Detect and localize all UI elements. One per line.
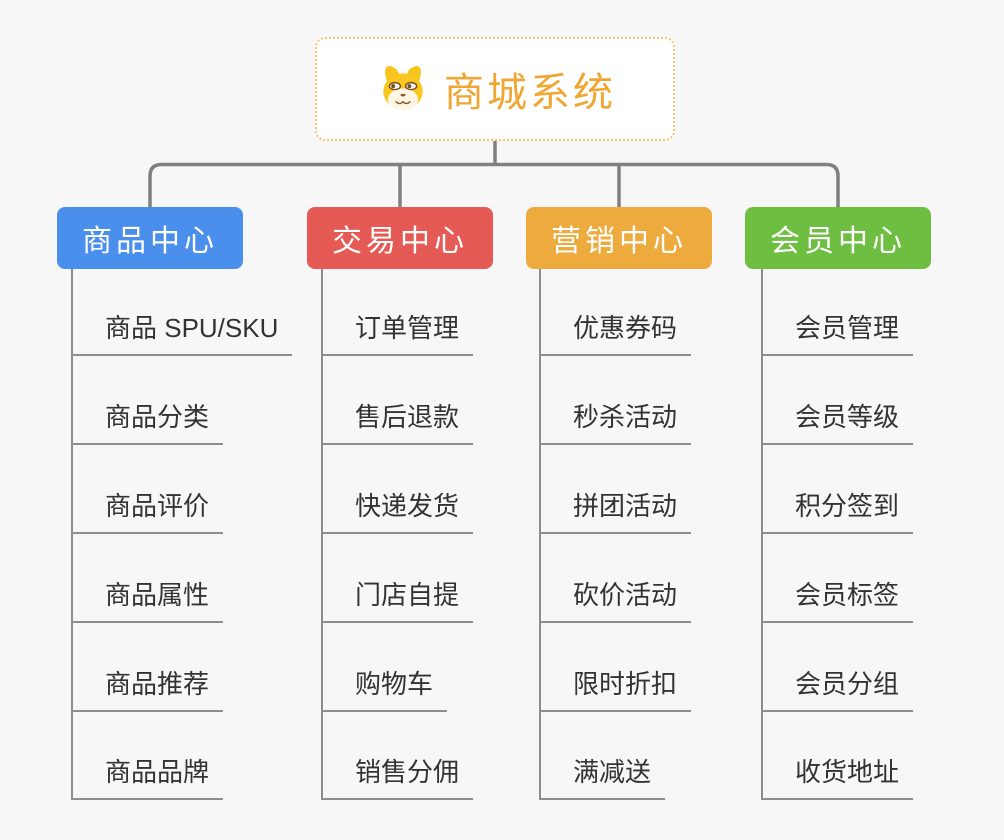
leaf-node[interactable]: 商品评价: [71, 491, 224, 534]
leaf-node[interactable]: 购物车: [321, 669, 448, 712]
leaf-node[interactable]: 满减送: [539, 757, 666, 800]
leaf-node[interactable]: 优惠券码: [539, 313, 692, 356]
leaf-node[interactable]: 会员管理: [761, 313, 914, 356]
branch-node-trade-center[interactable]: 交易中心: [307, 207, 493, 269]
leaf-node[interactable]: 商品品牌: [71, 757, 224, 800]
root-node-label: 商城系统: [444, 71, 616, 115]
leaf-node[interactable]: 商品属性: [71, 580, 224, 623]
leaf-node[interactable]: 门店自提: [321, 580, 474, 623]
leaf-node[interactable]: 积分签到: [761, 491, 914, 534]
leaf-node[interactable]: 订单管理: [321, 313, 474, 356]
leaf-node[interactable]: 拼团活动: [539, 491, 692, 534]
branch-column-line: [539, 269, 541, 800]
branch-node-product-center[interactable]: 商品中心: [57, 207, 243, 269]
leaf-node[interactable]: 售后退款: [321, 402, 474, 445]
leaf-node[interactable]: 限时折扣: [539, 669, 692, 712]
leaf-node[interactable]: 收货地址: [761, 757, 914, 800]
branch-node-marketing-center[interactable]: 营销中心: [526, 207, 712, 269]
leaf-node[interactable]: 秒杀活动: [539, 402, 692, 445]
leaf-node[interactable]: 商品推荐: [71, 669, 224, 712]
branch-column-line: [71, 269, 73, 800]
branch-column-line: [321, 269, 323, 800]
dog-face-icon: [383, 66, 423, 111]
branch-node-member-center[interactable]: 会员中心: [745, 207, 931, 269]
leaf-node[interactable]: 商品 SPU/SKU: [71, 313, 293, 356]
leaf-node[interactable]: 商品分类: [71, 402, 224, 445]
leaf-node[interactable]: 会员标签: [761, 580, 914, 623]
branch-column-line: [761, 269, 763, 800]
root-node[interactable]: 商城系统: [315, 37, 675, 141]
leaf-node[interactable]: 会员分组: [761, 669, 914, 712]
leaf-node[interactable]: 快递发货: [321, 491, 474, 534]
leaf-node[interactable]: 砍价活动: [539, 580, 692, 623]
leaf-node[interactable]: 销售分佣: [321, 757, 474, 800]
leaf-node[interactable]: 会员等级: [761, 402, 914, 445]
